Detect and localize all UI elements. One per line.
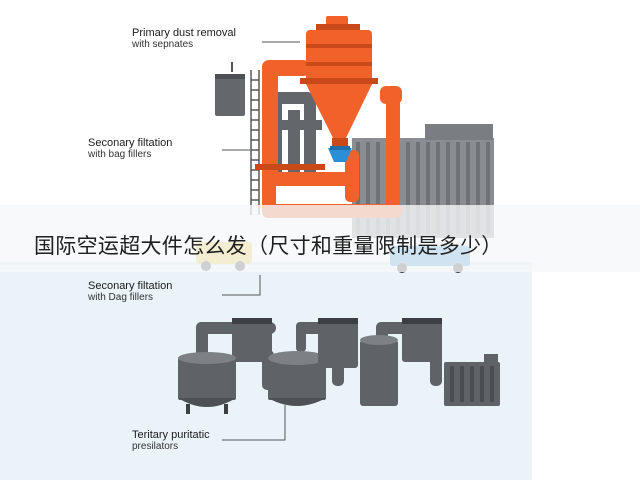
tank-1 — [178, 318, 272, 414]
label-primary-line2: with sepnates — [132, 38, 194, 50]
tank-4 — [402, 318, 500, 406]
title-banner — [0, 205, 640, 272]
label-secondary-bottom: Seconary filtation with Dag fillers — [88, 280, 173, 303]
leader-lines — [222, 41, 300, 441]
label-secondary-top-line2: with bag fillers — [88, 148, 152, 160]
tank-2 — [268, 351, 326, 406]
label-secondary-top-line1: Seconary filtation — [88, 137, 173, 149]
label-tertiary-line1: Teritary puritatic — [132, 429, 210, 441]
banner-title: 国际空运超大件怎么发（尺寸和重量限制是多少） — [34, 234, 503, 258]
label-tertiary: Teritary puritatic presilators — [132, 429, 210, 452]
ladder-icon — [250, 70, 260, 215]
label-secondary-top: Seconary filtation with bag fillers — [88, 137, 173, 160]
label-primary-line1: Primary dust removal — [132, 27, 236, 39]
cyclone-separator-icon — [300, 16, 378, 162]
tank-icon — [215, 62, 245, 116]
label-tertiary-line2: presilators — [132, 440, 179, 452]
orange-piping — [255, 60, 402, 218]
label-secondary-bottom-line2: with Dag fillers — [88, 291, 154, 303]
label-primary: Primary dust removal with sepnates — [132, 27, 236, 50]
label-secondary-bottom-line1: Seconary filtation — [88, 280, 173, 292]
tank-3 — [318, 318, 398, 406]
